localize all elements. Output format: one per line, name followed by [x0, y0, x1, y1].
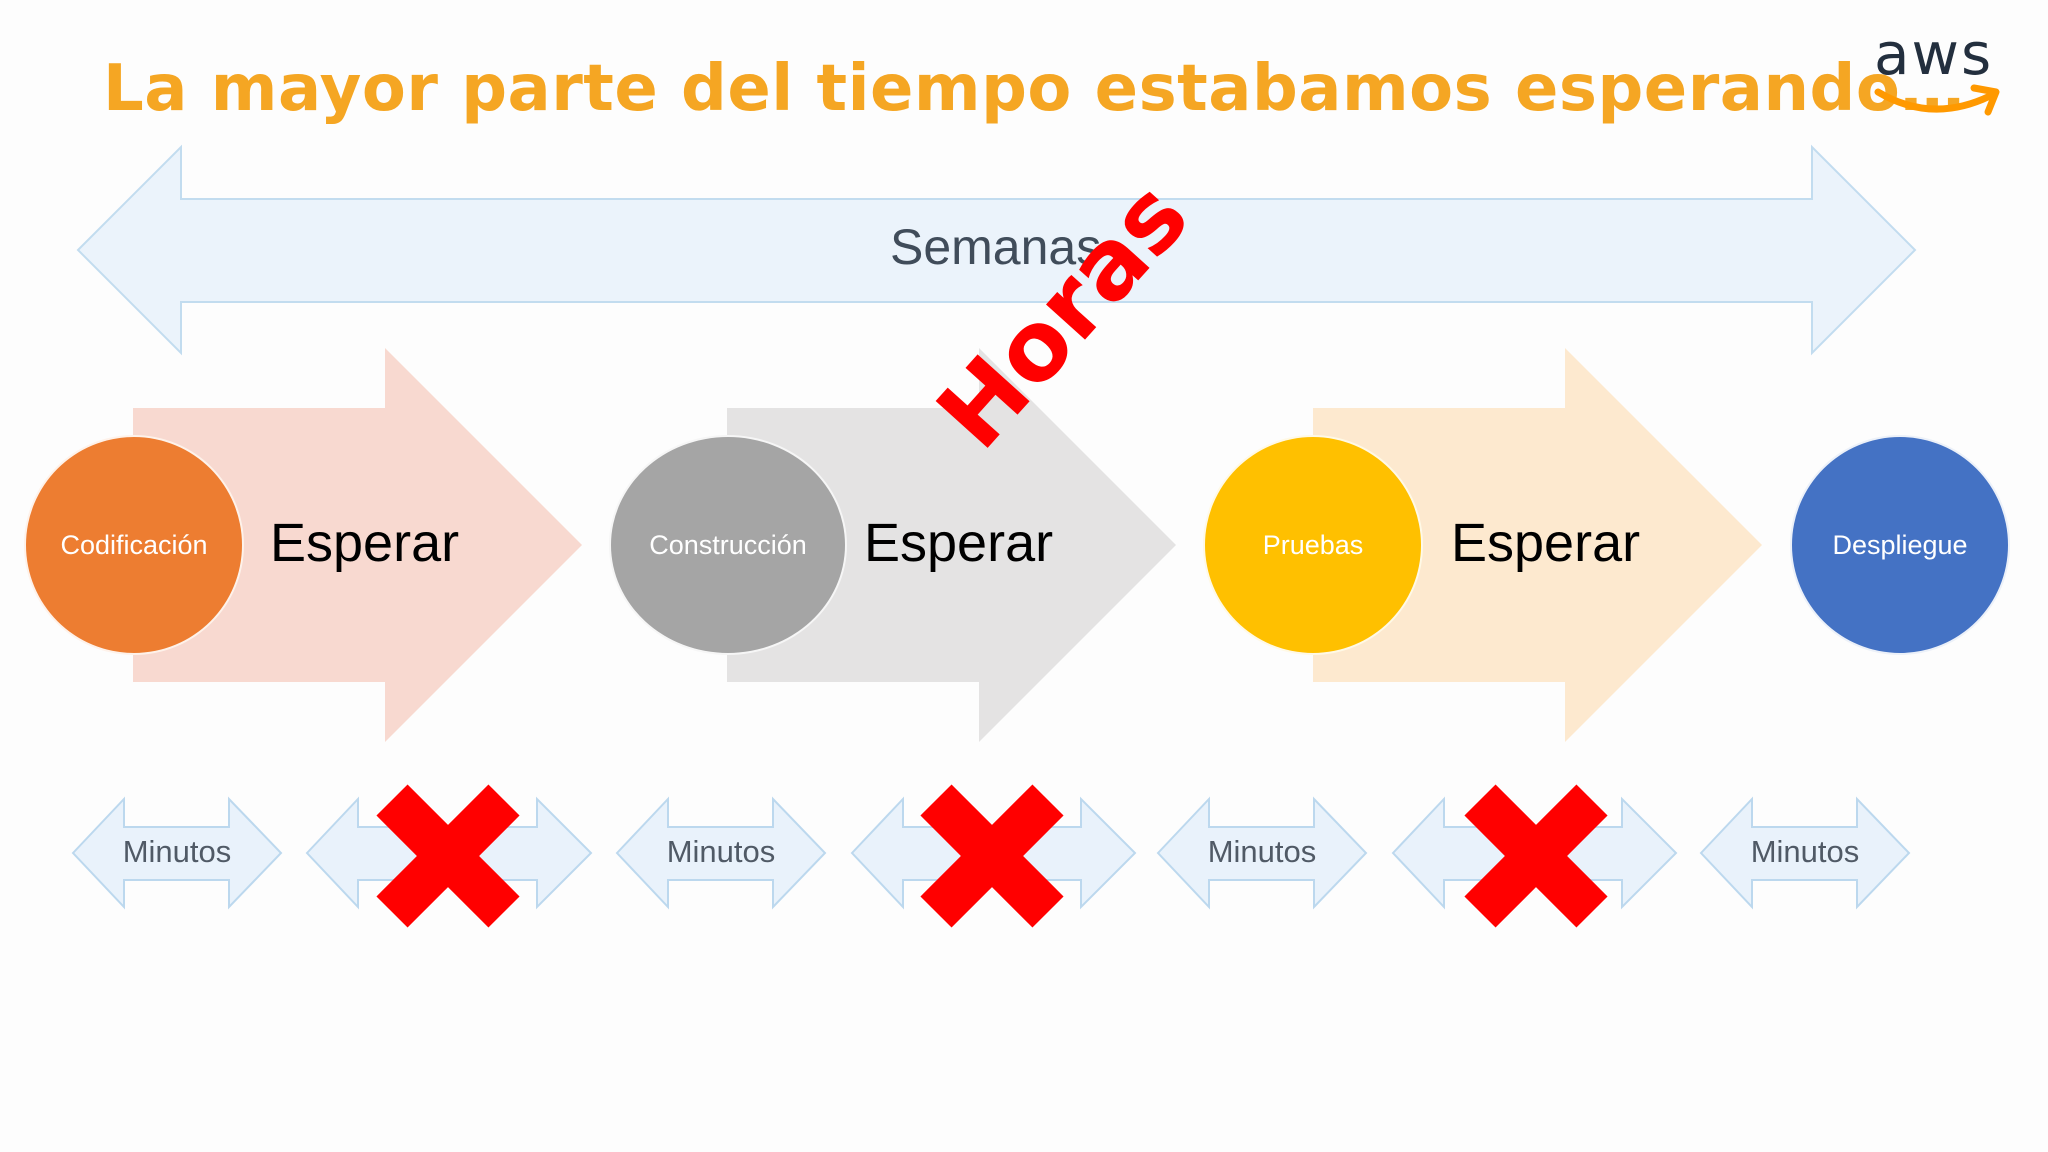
smile-arrow-icon [1874, 84, 2000, 116]
cross-icon [1464, 784, 1608, 928]
wait-label-2: Esperar [864, 513, 1054, 573]
slide-title: La mayor parte del tiempo estabamos espe… [103, 52, 1965, 126]
cross-icon [920, 784, 1064, 928]
minutes-arrow-2 [615, 796, 827, 910]
wait-arrow-3 [1313, 348, 1762, 742]
stage-test-label: Pruebas [1262, 529, 1364, 560]
aws-logo-text: aws [1874, 20, 1994, 88]
wait-arrow-2 [727, 348, 1176, 742]
aws-logo: aws [1870, 20, 2010, 123]
minutes-arrow-3 [1156, 796, 1368, 910]
minutes-arrow-1 [71, 796, 283, 910]
minutes-label-3: Minutos [1207, 834, 1317, 869]
cross-icon [376, 784, 520, 928]
stage-test-circle: Pruebas [1203, 435, 1423, 655]
minutes-arrow-4 [1699, 796, 1911, 910]
weeks-label: Semanas [890, 219, 1102, 275]
weeks-double-arrow [76, 144, 1917, 356]
stage-coding-label: Codificación [60, 529, 208, 560]
minutes-label-2: Minutos [666, 834, 776, 869]
stage-coding-circle: Codificación [24, 435, 244, 655]
stage-deploy-label: Despliegue [1832, 529, 1968, 560]
stage-build-circle: Construcción [609, 435, 847, 655]
minutes-label-1: Minutos [122, 834, 232, 869]
wait-label-1: Esperar [270, 513, 460, 573]
minutes-label-4: Minutos [1750, 834, 1860, 869]
stage-build-label: Construcción [649, 529, 807, 560]
wait-arrow-1 [133, 348, 582, 742]
wait-label-3: Esperar [1451, 513, 1641, 573]
stage-deploy-circle: Despliegue [1790, 435, 2010, 655]
